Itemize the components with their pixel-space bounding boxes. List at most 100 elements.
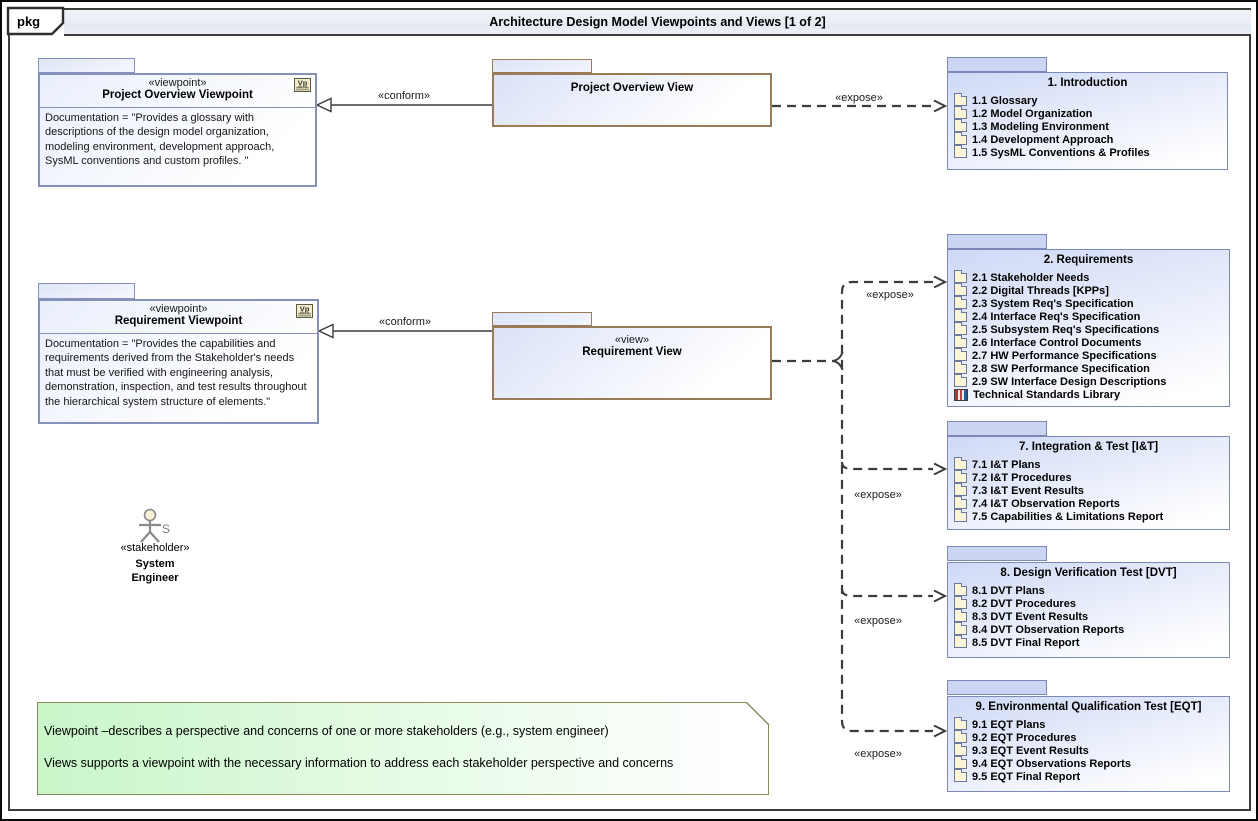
package-item[interactable]: 7.5 Capabilities & Limitations Report <box>952 509 1225 523</box>
package-icon <box>954 609 967 622</box>
package-eqt[interactable]: 9. Environmental Qualification Test [EQT… <box>947 680 1230 792</box>
package-item[interactable]: 8.5 DVT Final Report <box>952 635 1225 649</box>
package-item[interactable]: 2.8 SW Performance Specification <box>952 361 1225 375</box>
package-item[interactable]: 2.3 System Req's Specification <box>952 296 1225 310</box>
library-icon <box>954 388 968 401</box>
package-icon <box>954 596 967 609</box>
package-item-label: 2.3 System Req's Specification <box>972 297 1134 310</box>
package-item-label: 2.1 Stakeholder Needs <box>972 271 1090 284</box>
package-integration-test[interactable]: 7. Integration & Test [I&T] 7.1 I&T Plan… <box>947 421 1230 530</box>
package-introduction[interactable]: 1. Introduction 1.1 Glossary 1.2 Model O… <box>947 57 1228 170</box>
package-item[interactable]: 8.4 DVT Observation Reports <box>952 622 1225 636</box>
package-item[interactable]: 7.2 I&T Procedures <box>952 470 1225 484</box>
package-item[interactable]: 2.4 Interface Req's Specification <box>952 309 1225 323</box>
package-item[interactable]: 2.6 Interface Control Documents <box>952 335 1225 349</box>
package-icon <box>954 93 967 106</box>
diagram-title: Architecture Design Model Viewpoints and… <box>489 15 826 29</box>
package-item[interactable]: 9.2 EQT Procedures <box>952 730 1225 744</box>
package-title: 1. Introduction <box>1047 77 1128 89</box>
package-title: 9. Environmental Qualification Test [EQT… <box>975 701 1202 713</box>
package-item-label: 2.4 Interface Req's Specification <box>972 310 1141 323</box>
package-item[interactable]: 9.5 EQT Final Report <box>952 769 1225 783</box>
package-item-label: 9.2 EQT Procedures <box>972 731 1077 744</box>
package-item[interactable]: 9.1 EQT Plans <box>952 717 1225 731</box>
diagram-title-bar: Architecture Design Model Viewpoints and… <box>64 8 1251 36</box>
package-icon <box>954 374 967 387</box>
package-item-label: 2.2 Digital Threads [KPPs] <box>972 284 1109 297</box>
package-item-label: 1.3 Modeling Environment <box>972 120 1109 133</box>
package-item[interactable]: 9.3 EQT Event Results <box>952 743 1225 757</box>
package-item[interactable]: 1.1 Glossary <box>952 93 1223 107</box>
package-tab <box>492 59 592 73</box>
package-item[interactable]: 8.3 DVT Event Results <box>952 609 1225 623</box>
package-title: 8. Design Verification Test [DVT] <box>1000 567 1177 579</box>
expose-branch-dvt[interactable] <box>840 588 933 598</box>
expose-arrowhead-eqt <box>933 724 948 738</box>
expose-label-it[interactable]: «expose» <box>854 489 902 501</box>
package-item[interactable]: 7.1 I&T Plans <box>952 457 1225 471</box>
expose-label-requirements[interactable]: «expose» <box>866 289 914 301</box>
package-icon <box>954 119 967 132</box>
package-item-label: 1.2 Model Organization <box>972 107 1093 120</box>
note-text-line2: Views supports a viewpoint with the nece… <box>44 756 674 770</box>
viewpoint-stereotype: «viewpoint» <box>149 303 208 315</box>
expose-trunk-line[interactable] <box>840 280 933 733</box>
package-item[interactable]: 8.1 DVT Plans <box>952 583 1225 597</box>
viewpoint-stereotype: «viewpoint» <box>148 77 207 89</box>
package-title: 7. Integration & Test [I&T] <box>1018 441 1159 453</box>
package-item-label: 7.2 I&T Procedures <box>972 471 1072 484</box>
package-icon <box>954 270 967 283</box>
note-fold-icon <box>744 700 770 731</box>
package-item[interactable]: 7.3 I&T Event Results <box>952 483 1225 497</box>
package-item-label: 9.5 EQT Final Report <box>972 770 1081 783</box>
expose-branch-it[interactable] <box>840 461 933 471</box>
view-project-overview[interactable]: Project Overview View <box>492 59 772 127</box>
package-item[interactable]: 1.3 Modeling Environment <box>952 119 1223 133</box>
viewpoint-badge-icon: Vp <box>296 304 313 323</box>
package-item-label: 7.5 Capabilities & Limitations Report <box>972 510 1164 523</box>
expose-label-dvt[interactable]: «expose» <box>854 615 902 627</box>
package-item-label: 9.4 EQT Observations Reports <box>972 757 1131 770</box>
conform-arrowhead-1 <box>315 97 332 113</box>
package-item-label: 7.1 I&T Plans <box>972 458 1041 471</box>
viewpoint-project-overview[interactable]: «viewpoint» Project Overview Viewpoint V… <box>38 58 317 187</box>
package-item[interactable]: 2.2 Digital Threads [KPPs] <box>952 283 1225 297</box>
package-item[interactable]: 1.2 Model Organization <box>952 106 1223 120</box>
package-item-label: 8.2 DVT Procedures <box>972 597 1076 610</box>
actor-system-engineer[interactable]: S <box>133 508 179 553</box>
package-dvt[interactable]: 8. Design Verification Test [DVT] 8.1 DV… <box>947 546 1230 658</box>
package-item[interactable]: 2.9 SW Interface Design Descriptions <box>952 374 1225 388</box>
view-requirement[interactable]: «view» Requirement View <box>492 312 772 400</box>
viewpoint-name: Project Overview Viewpoint <box>102 89 253 101</box>
package-icon <box>954 335 967 348</box>
package-item[interactable]: 2.1 Stakeholder Needs <box>952 270 1225 284</box>
package-icon <box>954 483 967 496</box>
package-item-label: 7.3 I&T Event Results <box>972 484 1084 497</box>
note[interactable]: Viewpoint –describes a perspective and c… <box>37 700 770 795</box>
package-icon <box>954 106 967 119</box>
package-item[interactable]: 7.4 I&T Observation Reports <box>952 496 1225 510</box>
conform-label-1[interactable]: «conform» <box>378 90 430 102</box>
package-item[interactable]: 1.5 SysML Conventions & Profiles <box>952 145 1223 159</box>
package-item[interactable]: 2.7 HW Performance Specifications <box>952 348 1225 362</box>
package-item[interactable]: 2.5 Subsystem Req's Specifications <box>952 322 1225 336</box>
viewpoint-requirement[interactable]: «viewpoint» Requirement Viewpoint Vp Doc… <box>38 283 319 424</box>
svg-text:Vp: Vp <box>300 305 310 314</box>
expose-arrowhead-requirements <box>933 275 948 289</box>
package-icon <box>954 361 967 374</box>
package-item-label: Technical Standards Library <box>973 388 1121 401</box>
expose-label-introduction[interactable]: «expose» <box>835 92 883 104</box>
package-item[interactable]: 8.2 DVT Procedures <box>952 596 1225 610</box>
conform-arrowhead-2 <box>317 323 334 339</box>
package-item[interactable]: Technical Standards Library <box>952 388 1225 401</box>
package-icon <box>954 743 967 756</box>
package-requirements[interactable]: 2. Requirements 2.1 Stakeholder Needs 2.… <box>947 234 1230 407</box>
package-icon <box>954 622 967 635</box>
package-item[interactable]: 9.4 EQT Observations Reports <box>952 756 1225 770</box>
package-item[interactable]: 1.4 Development Approach <box>952 132 1223 146</box>
conform-label-2[interactable]: «conform» <box>379 316 431 328</box>
package-icon <box>954 296 967 309</box>
expose-label-eqt[interactable]: «expose» <box>854 748 902 760</box>
